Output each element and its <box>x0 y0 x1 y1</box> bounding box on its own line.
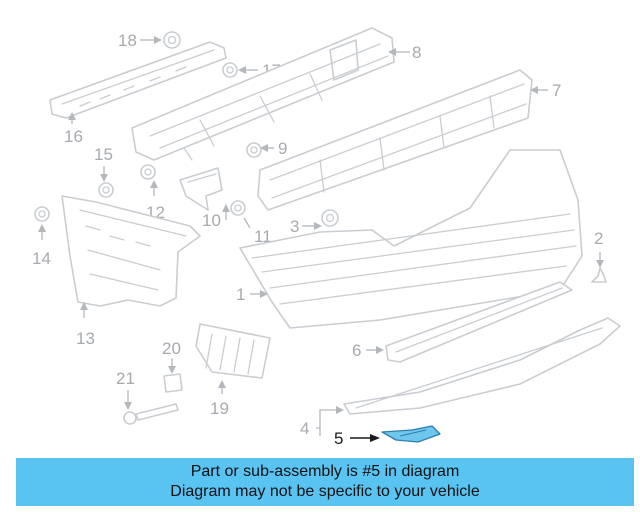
callout-21-label: 21 <box>116 369 135 388</box>
callout-16-label: 16 <box>64 127 83 146</box>
banner-line-2: Diagram may not be specific to your vehi… <box>170 483 480 500</box>
callout-20-label: 20 <box>162 339 181 358</box>
callout-4: 4 <box>300 406 344 438</box>
callout-10: 10 <box>202 204 230 230</box>
part-10-bracket[interactable] <box>179 167 223 211</box>
part-13-guide-bracket[interactable] <box>61 195 201 307</box>
callout-21: 21 <box>116 369 135 410</box>
part-7-absorber[interactable] <box>257 69 533 211</box>
part-3-clip[interactable] <box>321 209 339 227</box>
part-16-bracket[interactable] <box>49 41 227 119</box>
callout-7-label: 7 <box>552 81 561 100</box>
part-2-fastener[interactable] <box>591 267 607 283</box>
callout-15-label: 15 <box>94 145 113 164</box>
callout-20: 20 <box>162 339 181 374</box>
part-5-highlighted[interactable] <box>381 425 441 443</box>
part-1-bumper-cover[interactable] <box>239 149 583 329</box>
callout-18-label: 18 <box>118 31 137 50</box>
part-17-clip[interactable] <box>222 62 238 78</box>
callout-6: 6 <box>352 341 384 360</box>
callout-5-label: 5 <box>334 429 343 448</box>
part-6-trim-strip[interactable] <box>385 281 573 363</box>
callout-8: 8 <box>388 43 421 62</box>
exploded-parts-diagram: 16 18 17 8 7 <box>32 27 621 448</box>
part-21-bolt[interactable] <box>123 403 179 425</box>
part-12-nut[interactable] <box>140 164 156 180</box>
callout-14: 14 <box>32 224 51 268</box>
callout-5: 5 <box>334 429 380 448</box>
callout-13-label: 13 <box>76 329 95 348</box>
callout-19-label: 19 <box>210 399 229 418</box>
callout-15: 15 <box>94 145 113 182</box>
banner-line-1: Part or sub-assembly is #5 in diagram <box>190 463 460 480</box>
part-4-lower-valance[interactable] <box>343 317 621 415</box>
callout-18: 18 <box>118 31 162 50</box>
part-15-bolt[interactable] <box>98 182 114 198</box>
callout-14-label: 14 <box>32 249 51 268</box>
info-banner: Part or sub-assembly is #5 in diagram Di… <box>16 458 634 506</box>
part-11-clip[interactable] <box>230 200 246 216</box>
callout-7: 7 <box>530 81 561 100</box>
callout-8-label: 8 <box>412 43 421 62</box>
callout-2-label: 2 <box>594 229 603 248</box>
callout-11-label: 11 <box>254 227 272 246</box>
callout-13: 13 <box>76 302 95 348</box>
part-19-deflector[interactable] <box>195 323 271 379</box>
callout-3: 3 <box>290 217 322 236</box>
part-9-clip[interactable] <box>246 142 262 158</box>
callout-10-label: 10 <box>202 211 221 230</box>
part-14-pin[interactable] <box>34 206 50 222</box>
callout-6-label: 6 <box>352 341 361 360</box>
callout-9-label: 9 <box>278 139 287 158</box>
callout-2: 2 <box>594 229 604 268</box>
callout-16: 16 <box>64 112 83 146</box>
part-18-clip[interactable] <box>163 31 181 49</box>
callout-1-label: 1 <box>236 285 245 304</box>
callout-3-label: 3 <box>290 217 299 236</box>
callout-1: 1 <box>236 285 268 304</box>
callout-4-label: 4 <box>300 419 309 438</box>
callout-19: 19 <box>210 380 229 418</box>
callout-9: 9 <box>260 139 287 158</box>
callout-11: 11 <box>243 217 272 246</box>
part-20-bracket[interactable] <box>163 373 183 393</box>
part-8-reinforcement[interactable] <box>131 27 395 161</box>
